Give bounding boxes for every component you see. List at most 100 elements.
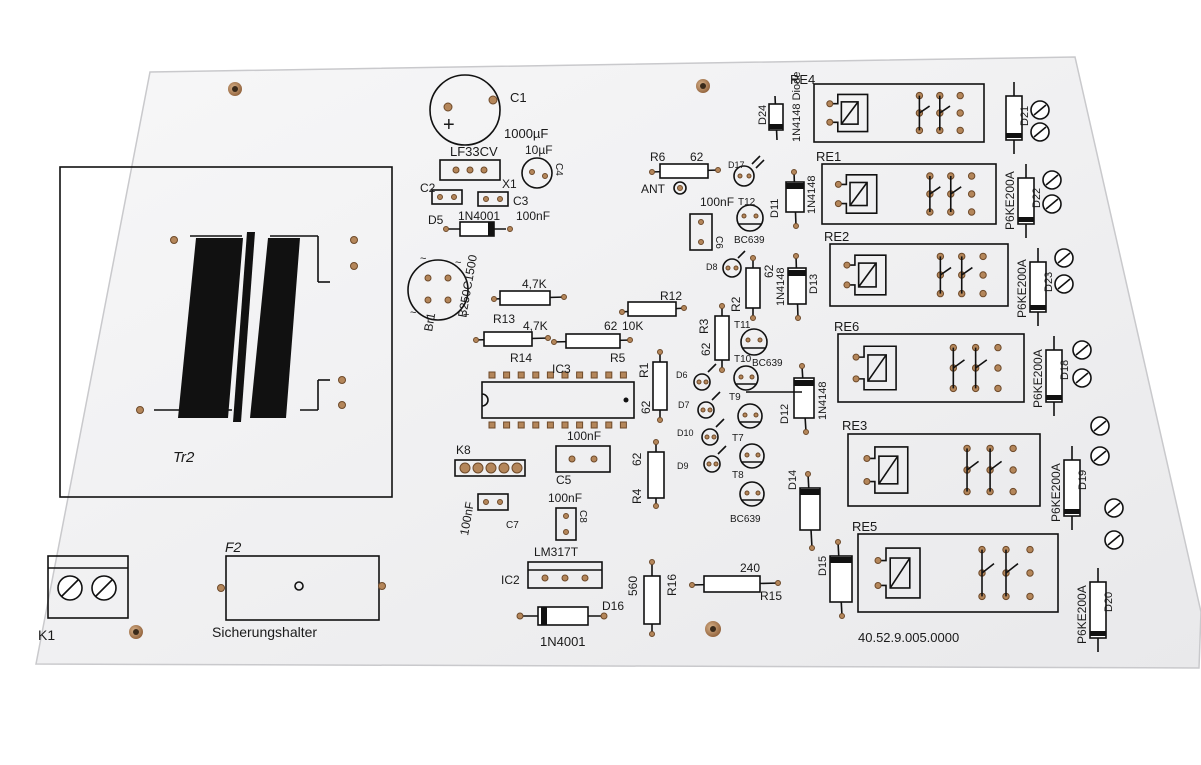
ant-label: ANT <box>641 182 666 196</box>
r5-value: 62 <box>604 319 618 333</box>
d24-label: D24 <box>757 105 769 125</box>
d5-label: D5 <box>428 213 444 227</box>
ic3: IC3 <box>481 362 635 429</box>
screw-terminal <box>1104 530 1124 550</box>
transformer-tr2: Tr2 <box>59 166 393 498</box>
t10-label: T10 <box>734 354 752 365</box>
relay-re2: RE2 <box>824 229 1009 307</box>
x1-label: X1 <box>502 177 517 191</box>
d8-label: D8 <box>706 262 718 272</box>
tvs-d23: D23 P6KE200A <box>1015 248 1074 326</box>
tvs-part-label: P6KE200A <box>1015 259 1029 318</box>
screw-terminal <box>1090 446 1110 466</box>
d5-part: 1N4001 <box>458 209 500 223</box>
diode-d13: 1N4148 D13 <box>775 253 820 321</box>
svg-text:~: ~ <box>420 253 426 265</box>
terminal-k1: K1 <box>38 555 129 643</box>
c4-label: C4 <box>553 163 564 176</box>
transistor-t7: T7 <box>732 403 763 444</box>
r4-value: 62 <box>630 452 644 466</box>
screw-terminal <box>1042 170 1062 190</box>
capacitor-c4: 10µF C4 <box>521 143 564 189</box>
relay-label: RE6 <box>834 319 859 334</box>
resistor-r5: 62 R5 <box>551 319 633 365</box>
fuse-holder-f2: F2 Sicherungshalter <box>212 539 386 640</box>
tvs-label: D19 <box>1077 470 1089 490</box>
d13-label: D13 <box>808 274 820 294</box>
tvs-label: D22 <box>1031 188 1043 208</box>
resistor-r2: R2 62 <box>729 255 776 321</box>
c6-value: 100nF <box>700 195 734 209</box>
ic3-pin <box>619 421 627 429</box>
resistor-r14: 4,7K R14 <box>473 319 551 365</box>
capacitor-c1: + C1 1000µF <box>429 74 548 146</box>
regulator-lf33cv: LF33CV X1 <box>439 144 517 191</box>
ic3-pin <box>561 421 569 429</box>
svg-text:~: ~ <box>410 307 416 319</box>
relay-re4: RE4 <box>790 72 985 143</box>
ic3-pin <box>619 371 627 379</box>
d10-label: D10 <box>677 428 694 438</box>
c3-label: C3 <box>513 194 529 208</box>
ic3-pin <box>576 371 584 379</box>
resistor-r6: R6 62 <box>649 150 721 179</box>
tvs-label: D18 <box>1059 360 1071 380</box>
t8-label: T8 <box>732 470 744 481</box>
c8-label: C8 <box>577 510 588 523</box>
t12-label: T12 <box>738 197 756 208</box>
capacitor-c7: 100nF C7 <box>457 493 519 537</box>
screw-terminal <box>1072 340 1092 360</box>
r16-label: R16 <box>665 574 679 596</box>
led-d8: D8 <box>706 250 746 278</box>
led-d6: D6 <box>676 363 717 391</box>
k1-label: K1 <box>38 627 55 643</box>
tvs-label: D23 <box>1043 272 1055 292</box>
d6-label: D6 <box>676 370 688 380</box>
c8-value: 100nF <box>548 491 582 505</box>
transistor-bottom: BC639 <box>730 481 765 525</box>
svg-text:+: + <box>443 114 455 136</box>
lm317t-label: LM317T <box>534 545 579 559</box>
ic3-pin <box>488 421 496 429</box>
t7-label: T7 <box>732 433 744 444</box>
c5-value: 100nF <box>567 429 601 443</box>
resistor-r16: 560 R16 <box>626 559 679 637</box>
c6-label: C6 <box>713 236 724 249</box>
svg-text:+: + <box>463 309 469 321</box>
lf33cv-label: LF33CV <box>450 144 498 159</box>
tr2-label: Tr2 <box>173 449 195 466</box>
ic3-pin <box>488 371 496 379</box>
diode-d14: D14 <box>787 470 821 551</box>
tvs-part-label: P6KE200A <box>1049 463 1063 522</box>
relay-part-label: 40.52.9.005.0000 <box>858 630 959 645</box>
capacitor-c6: 100nF C6 <box>689 195 734 251</box>
tvs-d21: D21 <box>1005 82 1050 154</box>
r15-value: 240 <box>740 561 760 575</box>
r16-value: 560 <box>626 576 640 596</box>
capacitor-c3: C3 100nF <box>477 191 550 223</box>
transistor-t8: T8 <box>732 443 765 481</box>
c3-value: 100nF <box>516 209 550 223</box>
capacitor-c2: C2 <box>420 181 463 205</box>
resistor-r12: R12 10K <box>619 289 687 333</box>
screw-terminal <box>1030 122 1050 142</box>
relay-label: RE2 <box>824 229 849 244</box>
ic3-pin <box>517 371 525 379</box>
d17-label: D17 <box>728 160 745 170</box>
pcb-board <box>35 56 1201 669</box>
fuse-holder-label: Sicherungshalter <box>212 624 317 640</box>
relay-label: RE5 <box>852 519 877 534</box>
r12-value: 10K <box>622 319 643 333</box>
screw-terminal <box>1054 274 1074 294</box>
d24-part: 1N4148 Diode <box>791 72 803 142</box>
c4-value: 10µF <box>525 143 553 157</box>
tvs-d19: D19 P6KE200A <box>1049 416 1110 530</box>
led-d7: D7 <box>678 391 721 419</box>
diode-d11: D11 1N4148 <box>769 169 818 229</box>
tvs-label: D21 <box>1019 106 1031 126</box>
r1-label: R1 <box>637 362 651 378</box>
r13-label: R13 <box>493 312 515 326</box>
ic3-label: IC3 <box>552 362 571 376</box>
